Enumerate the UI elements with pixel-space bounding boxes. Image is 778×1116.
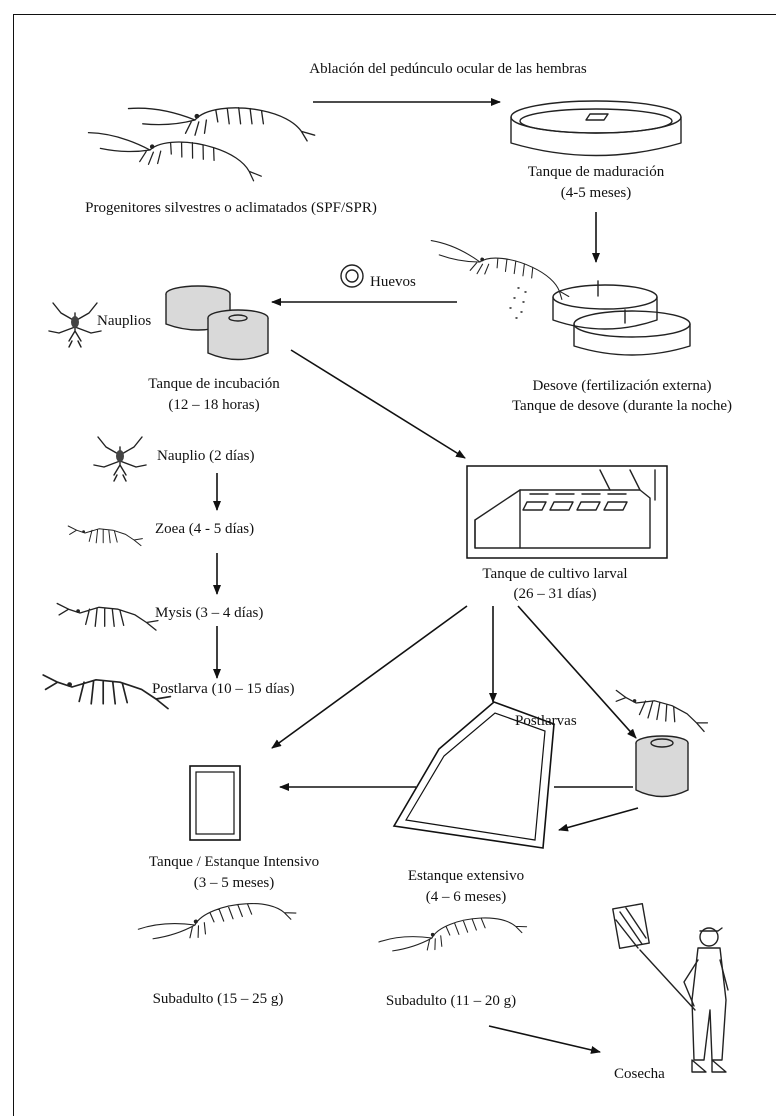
maturation-tank-label: Tanque de maduración <box>528 164 665 180</box>
figure-frame <box>13 14 776 1116</box>
nauplii-label: Nauplios <box>97 313 151 329</box>
postlarvae-shrimp-illustration <box>611 689 711 733</box>
subadult-extensive-label: Subadulto (11 – 20 g) <box>386 993 516 1009</box>
subadult-intensive-label: Subadulto (15 – 25 g) <box>153 991 284 1007</box>
egg-icon <box>340 264 364 288</box>
arrow-larval-to-nursery <box>517 605 637 739</box>
eggs-label: Huevos <box>370 274 416 290</box>
nursery-tank-illustration <box>635 735 689 798</box>
incubation-duration-label: (12 – 18 horas) <box>168 397 259 413</box>
mysis-illustration <box>56 602 159 631</box>
subadult-intensive-illustration <box>137 889 298 957</box>
spawning-tank-label: Tanque de desove (durante la noche) <box>512 398 732 414</box>
arrow-incubation-to-larval-tank <box>290 349 466 459</box>
extensive-duration-label: (4 – 6 meses) <box>426 889 506 905</box>
zoea-stage-label: Zoea (4 - 5 días) <box>155 521 254 537</box>
larval-duration-label: (26 – 31 días) <box>514 586 597 602</box>
intensive-tank-label: Tanque / Estanque Intensivo <box>149 854 319 870</box>
arrow-larval-to-intensive <box>271 605 468 749</box>
spawning-shrimp-illustration <box>424 239 575 319</box>
nauplius-stage-illustration <box>93 436 147 482</box>
nauplius-illustration <box>48 302 102 348</box>
maturation-tank-illustration <box>510 100 682 157</box>
harvest-label: Cosecha <box>614 1066 665 1082</box>
intensive-tank-illustration <box>189 765 241 841</box>
arrow-subadult-to-harvest <box>488 1025 601 1054</box>
extensive-pond-label: Estanque extensivo <box>408 868 524 884</box>
broodstock-label: Progenitores silvestres o aclimatados (S… <box>85 200 377 216</box>
nauplius-stage-label: Nauplio (2 días) <box>157 448 254 464</box>
larval-culture-tank-illustration <box>466 465 668 559</box>
eyestalk-ablation-label: Ablación del pedúnculo ocular de las hem… <box>309 61 587 77</box>
harvest-worker-illustration <box>612 902 729 1073</box>
postlarva-stage-label: Postlarva (10 – 15 días) <box>152 681 294 697</box>
incubation-tanks-illustration <box>165 285 269 361</box>
spawning-tanks-illustration <box>552 280 691 356</box>
larval-tank-label: Tanque de cultivo larval <box>482 566 627 582</box>
maturation-duration-label: (4-5 meses) <box>561 185 631 201</box>
subadult-extensive-illustration <box>378 905 529 968</box>
extensive-pond-illustration <box>392 701 555 849</box>
arrow-nursery-to-extensive <box>558 807 639 832</box>
mysis-stage-label: Mysis (3 – 4 días) <box>155 605 263 621</box>
spawning-label: Desove (fertilización externa) <box>532 378 711 394</box>
broodstock-shrimp-illustration <box>84 106 316 183</box>
incubation-tank-label: Tanque de incubación <box>148 376 280 392</box>
intensive-duration-label: (3 – 5 meses) <box>194 875 274 891</box>
zoea-illustration <box>67 525 143 547</box>
